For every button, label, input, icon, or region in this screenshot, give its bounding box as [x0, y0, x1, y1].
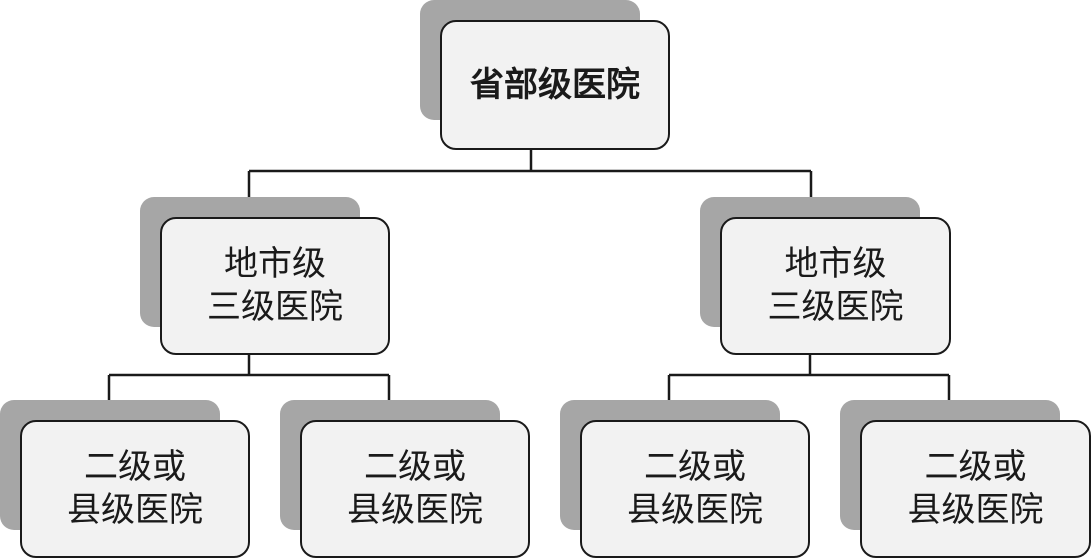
- node-label-line1: 二级或: [364, 447, 466, 487]
- node-label-line1: 二级或: [924, 447, 1027, 487]
- node-provincial-hospital: 省部级医院: [420, 0, 670, 150]
- node-box: 二级或 县级医院: [860, 420, 1091, 558]
- node-county-hospital-3: 二级或 县级医院: [560, 400, 810, 558]
- right-branch-connector: [667, 355, 951, 420]
- node-box: 地市级 三级医院: [160, 217, 390, 355]
- node-box: 二级或 县级医院: [20, 420, 250, 558]
- node-label-line2: 县级医院: [907, 490, 1044, 530]
- node-box: 二级或 县级医院: [580, 420, 810, 558]
- node-label-line1: 地市级: [784, 244, 887, 284]
- node-label: 省部级医院: [470, 64, 640, 105]
- node-box: 省部级医院: [440, 20, 670, 150]
- node-prefecture-hospital-left: 地市级 三级医院: [140, 197, 390, 355]
- node-label-line1: 二级或: [644, 447, 746, 487]
- node-label-line1: 地市级: [224, 244, 326, 284]
- node-county-hospital-4: 二级或 县级医院: [840, 400, 1091, 558]
- root-connector: [247, 150, 813, 217]
- node-box: 地市级 三级医院: [720, 217, 951, 355]
- node-label-line2: 三级医院: [207, 287, 343, 327]
- node-label-line2: 三级医院: [767, 287, 904, 327]
- node-box: 二级或 县级医院: [300, 420, 530, 558]
- node-county-hospital-2: 二级或 县级医院: [280, 400, 530, 558]
- node-county-hospital-1: 二级或 县级医院: [0, 400, 250, 558]
- node-label-line1: 二级或: [84, 447, 186, 487]
- node-label-line2: 县级医院: [627, 490, 763, 530]
- left-branch-connector: [107, 355, 391, 420]
- node-label-line2: 县级医院: [67, 490, 203, 530]
- node-prefecture-hospital-right: 地市级 三级医院: [700, 197, 951, 355]
- node-label-line2: 县级医院: [347, 490, 483, 530]
